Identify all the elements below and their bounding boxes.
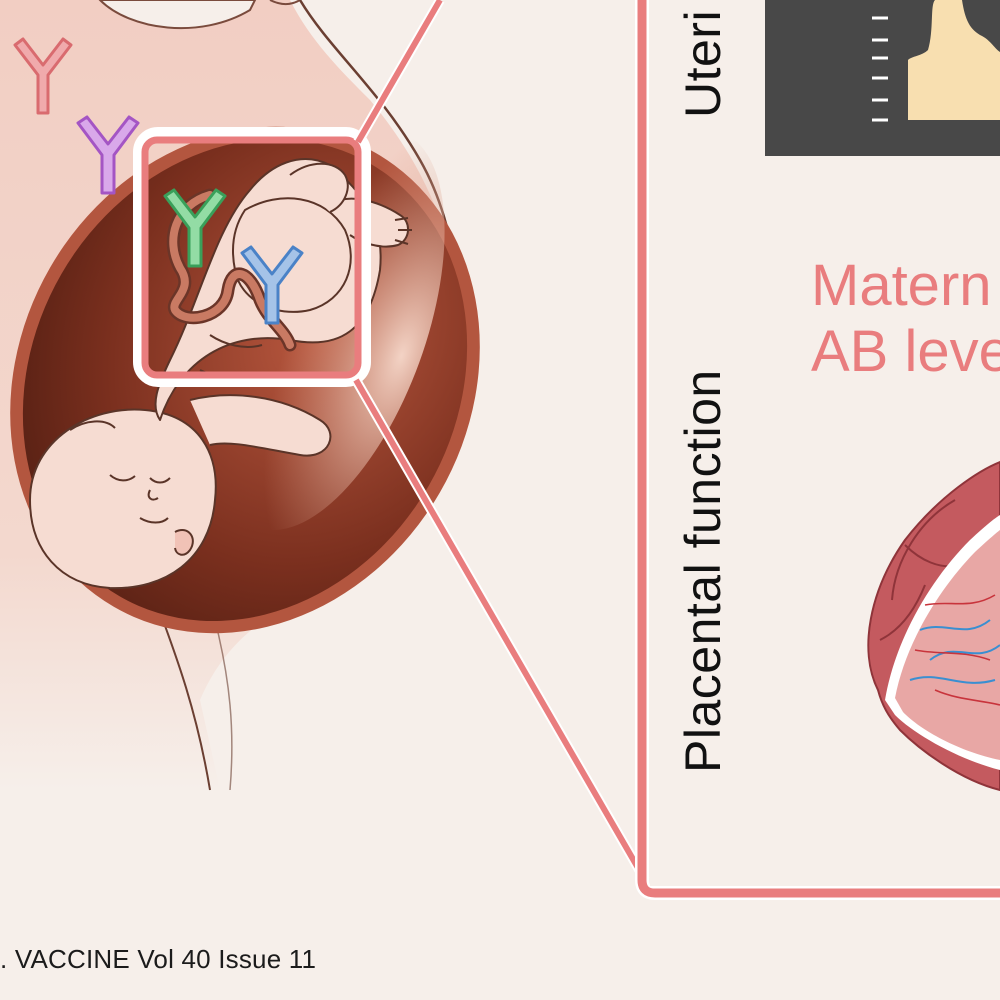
maternal-ab-levels-title: Matern AB leve (811, 253, 1000, 385)
placental-function-label: Placental function (675, 369, 731, 773)
zoom-highlight-box (133, 0, 650, 883)
umbilical-cord (166, 188, 297, 352)
uterine-axis-label: Uteri (675, 9, 731, 118)
antibody-red-icon (13, 37, 73, 115)
maternal-ab-line-2: AB leve (811, 319, 1000, 384)
journal-citation: . VACCINE Vol 40 Issue 11 (0, 944, 317, 974)
maternal-ab-line-1: Matern (811, 253, 992, 318)
antibody-blue-icon (240, 245, 304, 325)
antibody-green-icon (163, 188, 227, 268)
uterine-trace-panel (765, 0, 1000, 156)
antibody-purple-icon (76, 115, 140, 195)
placenta-illustration (867, 460, 1000, 792)
